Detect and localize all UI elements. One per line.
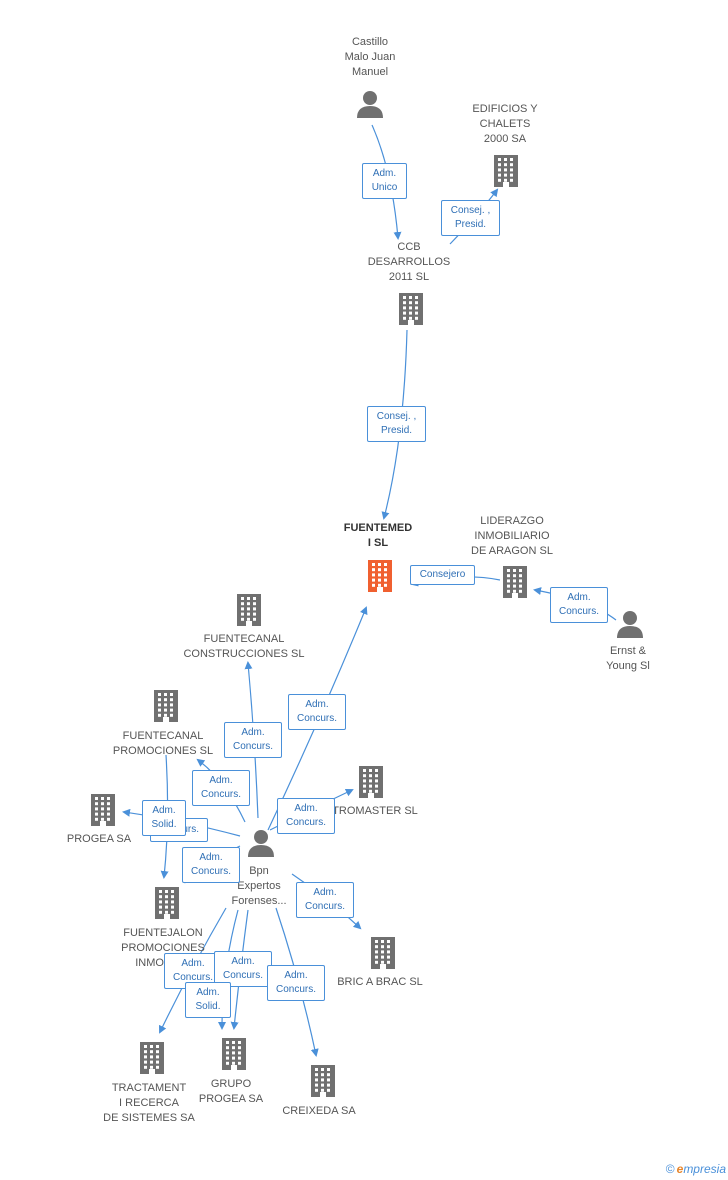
edge-label-adm-concurs[interactable]: Adm. Concurs.: [267, 965, 325, 1001]
node-label-ccb: CCB DESARROLLOS 2011 SL: [367, 241, 451, 283]
node-label-tractament: TRACTAMENT I RECERCA DE SISTEMES SA: [103, 1082, 195, 1124]
edge-label-adm-concurs[interactable]: Adm. Concurs.: [214, 951, 272, 987]
copyright-symbol: ©: [665, 1162, 675, 1176]
company-node-fuentejalon[interactable]: [152, 887, 182, 924]
building-icon: [237, 594, 261, 626]
company-node-tromaster[interactable]: [356, 766, 386, 803]
brand-logo-initial: e: [676, 1162, 684, 1176]
node-label-fuentecanal-promociones: FUENTECANAL PROMOCIONES SL: [112, 730, 214, 757]
company-node-fuentemed[interactable]: [365, 560, 395, 597]
edge-label-consejero[interactable]: Consejero: [410, 565, 475, 585]
brand-logo-text: mpresia: [683, 1162, 726, 1176]
company-node-grupo-progea[interactable]: [219, 1038, 249, 1075]
building-icon: [154, 690, 178, 722]
company-node-edificios[interactable]: [491, 155, 521, 192]
building-icon: [311, 1065, 335, 1097]
node-label-fuentemed: FUENTEMED I SL: [343, 522, 413, 549]
building-icon: [155, 887, 179, 919]
building-icon: [140, 1042, 164, 1074]
company-node-fuentecanal-promociones[interactable]: [151, 690, 181, 727]
building-icon: [399, 293, 423, 325]
edge-label-adm-solid[interactable]: Adm. Solid.: [185, 982, 231, 1018]
building-icon: [359, 766, 383, 798]
company-node-liderazgo[interactable]: [500, 566, 530, 603]
company-node-fuentecanal-construcciones[interactable]: [234, 594, 264, 631]
company-node-ccb[interactable]: [396, 293, 426, 330]
edge-label-adm-unico[interactable]: Adm. Unico: [362, 163, 407, 199]
edge-label-adm-concurs[interactable]: Adm. Concurs.: [296, 882, 354, 918]
footer-brand: ©empresia: [666, 1162, 726, 1176]
company-node-creixeda[interactable]: [308, 1065, 338, 1102]
node-label-tromaster: TROMASTER SL: [332, 805, 418, 817]
edge-label-adm-concurs[interactable]: Adm. Concurs.: [192, 770, 250, 806]
building-icon: [494, 155, 518, 187]
building-icon: [371, 937, 395, 969]
company-node-progea[interactable]: [88, 794, 118, 831]
person-icon: [357, 91, 383, 118]
person-icon: [617, 611, 643, 638]
company-node-bric-a-brac[interactable]: [368, 937, 398, 974]
edge-label-adm-concurs[interactable]: Adm. Concurs.: [224, 722, 282, 758]
edge-label-consej-presid[interactable]: Consej. , Presid.: [367, 406, 426, 442]
edge-label-adm-concurs[interactable]: Adm. Concurs.: [277, 798, 335, 834]
node-label-edificios: EDIFICIOS Y CHALETS 2000 SA: [472, 103, 538, 145]
edge-label-adm-concurs[interactable]: Adm. Concurs.: [182, 847, 240, 883]
node-label-bric-a-brac: BRIC A BRAC SL: [337, 976, 423, 988]
building-icon: [222, 1038, 246, 1070]
edge-label-adm-solid[interactable]: Adm. Solid.: [142, 800, 186, 836]
person-node-castillo[interactable]: [355, 90, 385, 125]
building-icon: [91, 794, 115, 826]
edge-label-adm-concurs[interactable]: Adm. Concurs.: [288, 694, 346, 730]
building-icon: [368, 560, 392, 592]
person-icon: [248, 830, 274, 857]
node-label-creixeda: CREIXEDA SA: [282, 1105, 356, 1117]
node-label-ernst: Ernst & Young Sl: [606, 645, 650, 672]
edge-label-consej-presid[interactable]: Consej. , Presid.: [441, 200, 500, 236]
node-label-progea: PROGEA SA: [66, 833, 132, 845]
node-label-grupo-progea: GRUPO PROGEA SA: [198, 1078, 264, 1105]
node-label-fuentecanal-construcciones: FUENTECANAL CONSTRUCCIONES SL: [183, 633, 305, 660]
building-icon: [503, 566, 527, 598]
node-label-castillo: Castillo Malo Juan Manuel: [344, 36, 396, 78]
person-node-ernst[interactable]: [615, 610, 645, 645]
person-node-bpn[interactable]: [246, 829, 276, 864]
node-label-liderazgo: LIDERAZGO INMOBILIARIO DE ARAGON SL: [471, 515, 553, 557]
company-node-tractament[interactable]: [137, 1042, 167, 1079]
node-label-bpn: Bpn Expertos Forenses...: [231, 865, 287, 907]
edge-label-adm-concurs[interactable]: Adm. Concurs.: [550, 587, 608, 623]
